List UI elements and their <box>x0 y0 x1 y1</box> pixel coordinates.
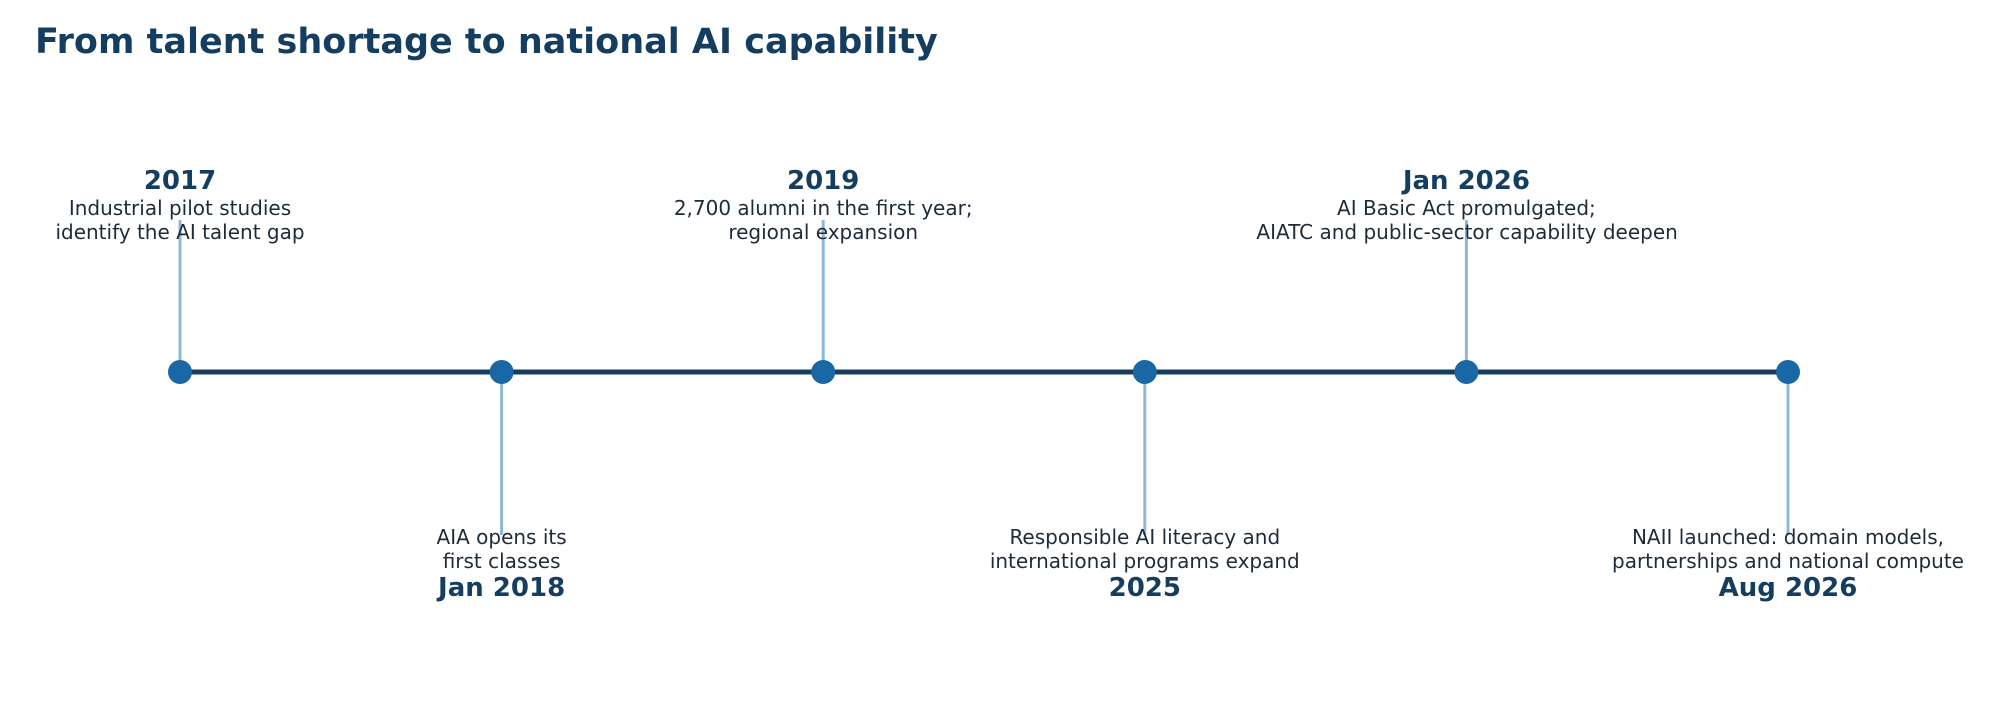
event-date: 2017 <box>143 166 217 196</box>
event-description-line: 2,700 alumni in the first year; <box>673 196 973 220</box>
event-marker <box>1776 360 1800 384</box>
event-date: 2019 <box>787 166 860 196</box>
event-description-line: Industrial pilot studies <box>68 196 292 220</box>
event-date: Jan 2018 <box>438 573 566 603</box>
event-date: Jan 2026 <box>1402 166 1530 196</box>
event-description-line: partnerships and national compute <box>1612 549 1964 573</box>
event-description-line: Responsible AI literacy and <box>1009 525 1281 549</box>
event-description-line: AIA opens its <box>436 525 567 549</box>
marker-group <box>168 360 1800 384</box>
event-date: 2025 <box>1108 573 1181 603</box>
event-marker <box>168 360 192 384</box>
event-marker <box>811 360 836 384</box>
event-marker <box>1132 360 1157 384</box>
page-title: From talent shortage to national AI capa… <box>35 22 938 62</box>
event-description: 2,700 alumni in the first year;regional … <box>613 196 1033 244</box>
event-description-line: NAII launched: domain models, <box>1631 525 1945 549</box>
timeline-event: NAII launched: domain models,partnership… <box>1578 525 1998 603</box>
event-marker <box>1454 360 1479 384</box>
event-description-line: international programs expand <box>989 549 1300 573</box>
event-description: AI Basic Act promulgated;AIATC and publi… <box>1256 196 1678 244</box>
event-description-line: first classes <box>442 549 561 573</box>
event-description: NAII launched: domain models,partnership… <box>1578 525 1998 573</box>
event-description-line: AI Basic Act promulgated; <box>1337 196 1596 220</box>
event-description-line: AIATC and public-sector capability deepe… <box>1256 220 1678 244</box>
event-marker <box>489 360 514 384</box>
event-description-line: identify the AI talent gap <box>55 220 305 244</box>
event-date: Aug 2026 <box>1718 573 1858 603</box>
connector-group <box>178 220 1790 535</box>
event-description-line: regional expansion <box>728 220 919 244</box>
